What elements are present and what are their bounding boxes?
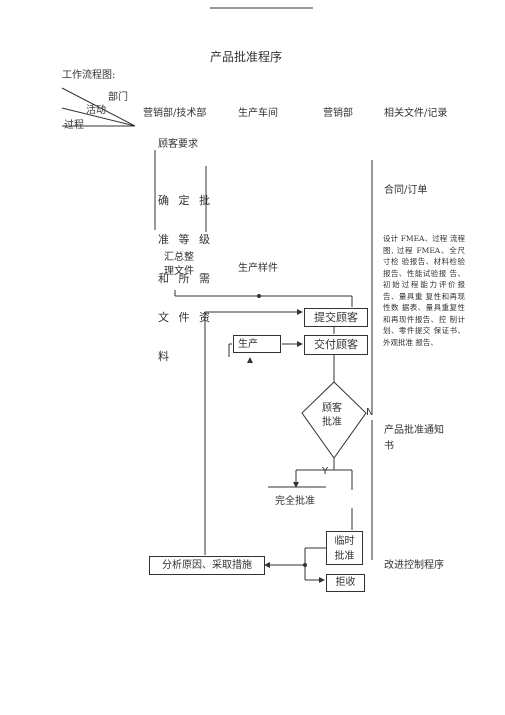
- node-summarize-documents: 汇总整 理文件: [164, 251, 194, 279]
- corner-activity-label: 活动: [86, 105, 106, 116]
- node-production-sample: 生产样件: [238, 263, 278, 274]
- approval-notice-line-2: 书: [384, 441, 394, 452]
- summarize-line-2: 理文件: [164, 266, 194, 277]
- page-subtitle: 工作流程图:: [62, 70, 116, 81]
- node-rejection: 拒收: [326, 574, 365, 592]
- record-improvement-procedure: 改进控制程序: [384, 560, 444, 571]
- summarize-line-1: 汇总整: [164, 252, 194, 263]
- node-submit-customer: 提交顾客: [304, 308, 368, 327]
- label-no: N: [366, 407, 374, 418]
- approval-notice-line-1: 产品批准通知: [384, 425, 444, 436]
- page-title: 产品批准程序: [210, 50, 283, 64]
- column-header-production: 生产车间: [238, 108, 278, 119]
- node-temporary-approval: 临时 批准: [326, 531, 363, 565]
- confirm-line-3: 和 所 需: [158, 272, 213, 285]
- node-analyze-causes: 分析原因、采取措施: [149, 556, 265, 575]
- decision-line-2: 批准: [322, 417, 342, 428]
- temporary-line-2: 批准: [334, 551, 355, 562]
- confirm-line-5: 料: [158, 350, 172, 363]
- decision-customer-approval: 顾客 批准: [322, 402, 342, 430]
- label-yes: Y: [322, 466, 329, 477]
- corner-process-label: 过程: [64, 120, 84, 131]
- node-deliver-customer: 交付顾客: [304, 335, 368, 355]
- confirm-line-2: 准 等 级: [158, 233, 213, 246]
- record-contract-order: 合同/订单: [384, 185, 428, 196]
- temporary-line-1: 临时: [334, 536, 355, 547]
- node-confirm-approval-level: 确 定 批 准 等 级 和 所 需 文 件 资 料: [158, 168, 213, 376]
- column-header-sales: 营销部: [323, 108, 353, 119]
- decision-line-1: 顾客: [322, 403, 342, 414]
- node-produce: 生产: [233, 335, 281, 353]
- node-full-approval: 完全批准: [275, 496, 315, 507]
- confirm-line-4: 文 件 资: [158, 311, 213, 324]
- corner-department-label: 部门: [108, 92, 128, 103]
- column-header-marketing-tech: 营销部/技术部: [143, 108, 207, 119]
- confirm-line-1: 确 定 批: [158, 194, 213, 207]
- record-documents-list: 设计 FMEA、过程 流程图, 过程 FMEA、全尺寸检 验报告、材料检验 报告…: [383, 234, 465, 347]
- node-customer-requirements: 顾客要求: [158, 139, 198, 150]
- record-approval-notice: 产品批准通知 书: [384, 423, 444, 455]
- column-header-records: 相关文件/记录: [384, 108, 448, 119]
